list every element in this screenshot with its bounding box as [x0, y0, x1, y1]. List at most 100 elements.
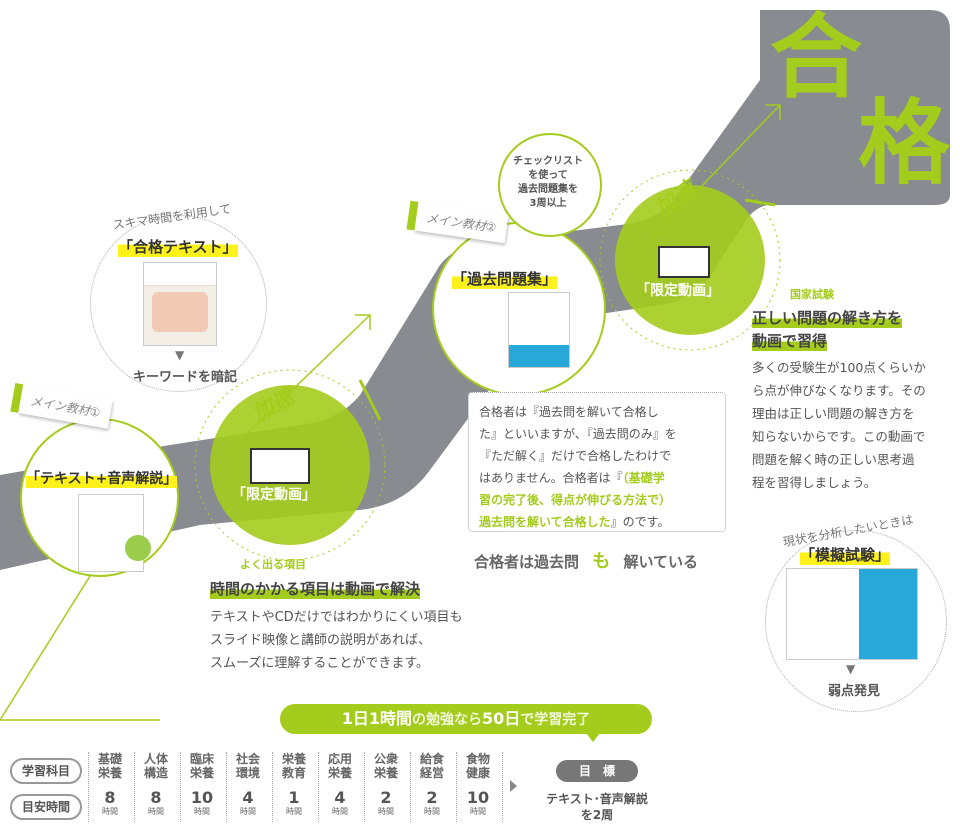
col-divider	[456, 752, 457, 822]
subject-hours: 4	[242, 788, 254, 807]
col-divider	[502, 752, 503, 822]
step2-caption: キーワードを暗記	[133, 370, 238, 385]
pastq-green-2: 習の完了後、得点が伸びる方法で）	[479, 493, 672, 507]
goal-text-2: を2周	[580, 808, 614, 822]
step1-book-cover	[78, 494, 151, 572]
gauge-ring-2	[599, 169, 781, 351]
bubble-line: 3周以上	[529, 198, 567, 209]
subject-col: 応用 栄養 4 時間	[320, 752, 360, 817]
subject-name: 栄養	[327, 766, 352, 780]
hours-unit: 時間	[378, 807, 394, 816]
subject-name: 栄養	[189, 766, 214, 780]
banner-part1: 1日1時間	[341, 709, 412, 728]
subject-col: 人体 構造 8 時間	[136, 752, 176, 817]
subject-name: 臨床	[189, 752, 214, 766]
mock-book-cover	[786, 568, 918, 660]
pastq-line: はありません。合格者は『	[479, 471, 623, 485]
col-divider	[88, 752, 89, 822]
banner-pointer	[586, 733, 600, 742]
goal-kanji-2: 格	[858, 90, 951, 197]
accel-1-video-thumb	[250, 448, 310, 484]
subjects-label: 学習科目	[10, 758, 82, 784]
pastq-caption-a: 合格者は過去問	[474, 553, 580, 571]
subject-name: 環境	[235, 766, 260, 780]
hours-label: 目安時間	[10, 794, 82, 820]
subject-name: 公衆	[373, 752, 398, 766]
hours-unit: 時間	[424, 807, 440, 816]
hours-unit: 時間	[148, 807, 164, 816]
banner-part4: で学習完了	[520, 712, 591, 728]
pastq-green-1: （基礎学	[622, 471, 665, 485]
col-divider	[364, 752, 365, 822]
col-divider	[180, 752, 181, 822]
hours-unit: 時間	[102, 807, 118, 816]
col-divider	[318, 752, 319, 822]
subject-hours: 4	[334, 788, 346, 807]
subject-name: 給食	[419, 752, 444, 766]
subject-name: 応用	[327, 752, 352, 766]
subject-name: 栄養	[97, 766, 122, 780]
step1-label: 「テキスト+音声解説」	[26, 468, 178, 488]
subject-name: 教育	[281, 766, 306, 780]
pastq-tail: 』のです。	[610, 515, 670, 529]
national-body-line: ら点が伸びなくなります。その	[752, 383, 926, 398]
accel-2-video-label: 「限定動画」	[636, 283, 720, 299]
hours-unit: 時間	[240, 807, 256, 816]
subject-name: 基礎	[97, 752, 122, 766]
subject-col: 給食 経営 2 時間	[412, 752, 452, 817]
national-body-line: 理由は正しい問題の解き方を	[752, 406, 915, 421]
step3-bubble-text: チェックリスト を使って 過去問題集を 3周以上	[508, 155, 588, 211]
subject-col: 基礎 栄養 8 時間	[90, 752, 130, 817]
subject-name: 経営	[419, 766, 444, 780]
frequent-body-line: スライド映像と講師の説明があれば、	[210, 633, 432, 648]
step3-label: 「過去問題集」	[452, 268, 558, 289]
pastq-line: 合格者は『過去問を解いて合格し	[479, 405, 659, 419]
pastq-caption-b: も	[592, 551, 611, 572]
subject-hours: 10	[190, 788, 214, 807]
col-divider	[272, 752, 273, 822]
national-body-line: 程を習得しましょう。	[752, 475, 877, 490]
completion-banner: 1日1時間の勉強なら50日で学習完了	[280, 704, 652, 734]
hours-unit: 時間	[470, 807, 486, 816]
subject-col: 臨床 栄養 10 時間	[182, 752, 222, 817]
goal-kanji-1: 合	[770, 4, 863, 111]
banner-part3: 50日	[482, 709, 521, 728]
hours-unit: 時間	[194, 807, 210, 816]
subject-name: 食物	[465, 752, 490, 766]
gauge-ring-1	[194, 369, 386, 561]
arrow-head-1	[355, 314, 371, 330]
goal-pill: 目 標	[556, 760, 638, 782]
hours-unit: 時間	[332, 807, 348, 816]
pastq-caption-c: 解いている	[623, 553, 699, 571]
subject-hours: 2	[380, 788, 392, 807]
national-kicker: 国家試験	[790, 288, 834, 301]
needle-1	[358, 379, 382, 421]
accel-2-video-thumb	[658, 246, 710, 278]
mock-caption: 弱点発見	[828, 684, 881, 699]
step2-arrow: ▼	[175, 348, 185, 362]
step3-book-cover	[508, 292, 570, 368]
subject-name: 栄養	[373, 766, 398, 780]
pastq-box: 合格者は『過去問を解いて合格し た』といいますが、『過去問のみ』を 『ただ解く』…	[468, 392, 726, 532]
subject-col: 食物 健康 10 時間	[458, 752, 498, 817]
pastq-line: 『ただ解く』だけで合格したわけで	[479, 449, 672, 463]
needle-2	[744, 198, 776, 207]
step2-book-cover	[143, 262, 217, 346]
subject-col: 栄養 教育 1 時間	[274, 752, 314, 817]
col-divider	[226, 752, 227, 822]
accel-1-video-label: 「限定動画」	[232, 487, 316, 503]
bubble-line: チェックリスト	[513, 156, 583, 167]
national-body-line: 多くの受験生が100点くらいか	[752, 360, 926, 375]
subject-col: 社会 環境 4 時間	[228, 752, 268, 817]
bubble-line: を使って	[528, 170, 568, 181]
col-divider	[134, 752, 135, 822]
bubble-line: 過去問題集を	[518, 184, 578, 195]
subject-hours: 2	[426, 788, 438, 807]
national-body-line: 知らないからです。この動画で	[752, 429, 926, 444]
subject-hours: 8	[150, 788, 162, 807]
subject-hours: 1	[288, 788, 300, 807]
national-headline-1: 正しい問題の解き方を	[752, 307, 903, 328]
pastq-green-3: 過去問を解いて合格した	[479, 515, 611, 529]
mock-label: 「模擬試験」	[800, 544, 891, 565]
mock-arrow: ▼	[846, 662, 856, 676]
